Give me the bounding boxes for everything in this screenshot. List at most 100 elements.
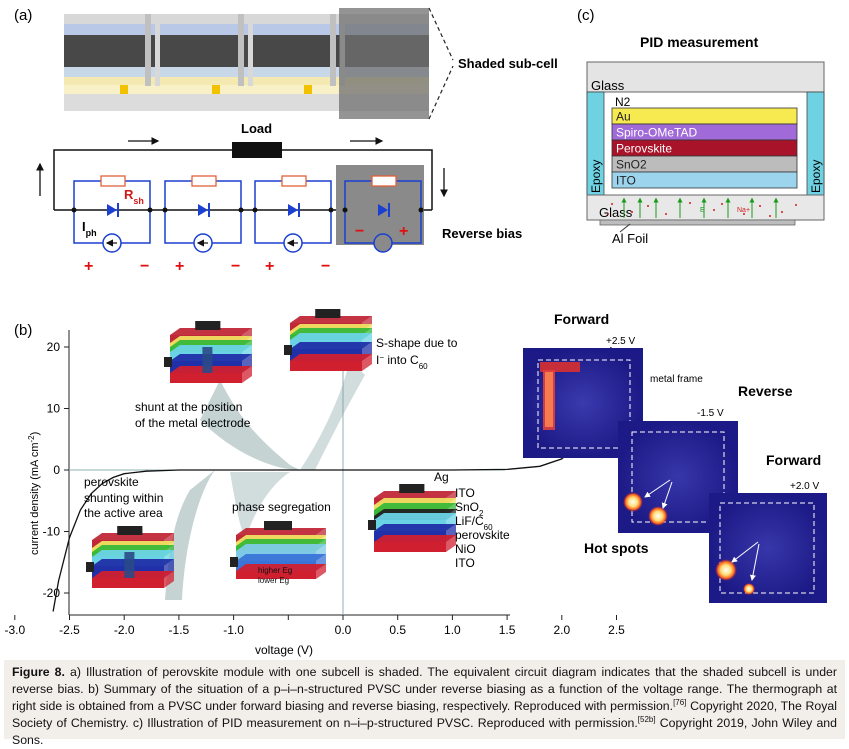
- pid-layer-au: Au: [611, 107, 798, 125]
- diode: [378, 204, 388, 216]
- polarity-left: +: [265, 258, 274, 275]
- na-ion-dot: [795, 204, 797, 206]
- forward-label-2: Forward: [766, 452, 821, 468]
- x-tick-label: 1.0: [444, 623, 461, 637]
- forward-label-1: Forward: [554, 311, 609, 327]
- caption-figure-number: Figure 8.: [12, 665, 65, 679]
- na-ion-dot: [665, 213, 667, 215]
- rsh-label: Rsh: [124, 187, 144, 206]
- x-tick-label: 2.5: [608, 623, 625, 637]
- iph-label: Iph: [82, 219, 97, 238]
- na-ion-dot: [611, 203, 613, 205]
- epoxy-right-label: Epoxy: [809, 160, 823, 193]
- thermograph-reverse-1-5v: -1.5 V: [618, 408, 738, 533]
- x-tick-label: 2.0: [553, 623, 570, 637]
- panel-a: (a) Shaded sub-cell: [14, 7, 558, 275]
- polarity-left: +: [175, 258, 184, 275]
- na-ion-dot: [781, 211, 783, 213]
- panel-b-label: (b): [14, 322, 32, 339]
- figure-canvas: (a) Shaded sub-cell: [4, 7, 827, 657]
- device-s-shape: [284, 309, 372, 371]
- x-tick-label: 1.5: [499, 623, 516, 637]
- annot-s-shape-line1: S-shape due to: [376, 336, 458, 350]
- current-source: [373, 233, 393, 253]
- x-tick-label: 0.5: [389, 623, 406, 637]
- stack-label-ito-bottom: ITO: [455, 556, 475, 570]
- pid-layer-ito: ITO: [611, 171, 798, 189]
- shaded-subcell-overlay: [339, 8, 429, 119]
- polarity-left: +: [84, 258, 93, 275]
- e-field-label: E: [700, 207, 705, 214]
- glass-bottom-label: Glass: [599, 205, 633, 220]
- polarity-right: −: [321, 258, 330, 275]
- polarity-left: −: [355, 223, 364, 240]
- diode: [198, 204, 208, 216]
- n2-label: N2: [615, 95, 631, 109]
- na-ion-label: Na+: [737, 207, 750, 214]
- stack-label-nio: NiO: [455, 542, 476, 556]
- stack-label-ito-top: ITO: [455, 486, 475, 500]
- lower-eg-label: lower Eg: [258, 576, 289, 585]
- pid-layer-label: Spiro-OMeTAD: [616, 126, 697, 140]
- hot-spots-label: Hot spots: [584, 540, 649, 556]
- shunt-resistor: [100, 175, 126, 187]
- shunt-resistor: [281, 175, 307, 187]
- panel-c: (c) PID measurement Glass Epoxy Epoxy N2…: [577, 7, 825, 246]
- shaded-subcell-label: Shaded sub-cell: [458, 56, 558, 71]
- reverse-label: Reverse: [738, 383, 793, 399]
- voltage-label-2: -1.5 V: [697, 408, 724, 419]
- subcell-2: +−: [162, 175, 244, 275]
- y-tick-label: 0: [53, 463, 60, 477]
- x-tick-label: -2.5: [59, 623, 80, 637]
- device-perovskite-shunt: [86, 526, 174, 588]
- na-ion-dot: [689, 202, 691, 204]
- pid-title: PID measurement: [640, 34, 759, 50]
- y-tick-label: 20: [47, 340, 61, 354]
- caption-text-1: a) Illustration of perovskite module wit…: [12, 665, 837, 713]
- polarity-right: +: [399, 223, 408, 240]
- connector-shading: [165, 360, 365, 600]
- voltage-label-1: +2.5 V: [606, 336, 636, 347]
- load-label: Load: [241, 121, 272, 136]
- plot-annotations: S-shape due to I− into C60 shunt at the …: [84, 336, 458, 520]
- pid-layer-label: SnO2: [616, 158, 647, 172]
- metal-frame-label: metal frame: [650, 374, 703, 385]
- annot-shunt-line2: of the metal electrode: [135, 416, 251, 430]
- pid-layer-label: ITO: [616, 174, 636, 188]
- x-axis-label: voltage (V): [255, 643, 313, 657]
- stack-label-sno2: SnO2: [455, 500, 484, 518]
- y-tick-label: 10: [47, 402, 61, 416]
- higher-eg-label: higher Eg: [258, 566, 292, 575]
- thermographs: Forward Reverse Forward Hot spots +2.5 V…: [523, 311, 827, 603]
- stack-label-lif-c60: LiF/C60: [455, 514, 493, 532]
- shunt-resistor: [371, 175, 397, 187]
- subcell-3: +−: [252, 175, 334, 275]
- caption-ref-1: [76]: [673, 697, 687, 707]
- epoxy-left-label: Epoxy: [589, 160, 603, 193]
- glass-top-label: Glass: [591, 78, 625, 93]
- na-ion-dot: [713, 209, 715, 211]
- module-cross-section: Shaded sub-cell: [64, 7, 558, 120]
- figure-8: (a) Shaded sub-cell: [4, 7, 827, 657]
- panel-a-label: (a): [14, 7, 32, 24]
- na-ion-dot: [743, 213, 745, 215]
- annot-perov-line2: shunting within: [84, 491, 163, 505]
- stack-label-ag: Ag: [434, 470, 449, 484]
- pid-layer-sno2: SnO2: [611, 155, 798, 173]
- stack-label-perovskite: perovskite: [455, 528, 510, 542]
- diode: [107, 204, 117, 216]
- device-layer-stack: [368, 484, 456, 552]
- load-resistor: [232, 142, 282, 158]
- polarity-right: −: [231, 258, 240, 275]
- voltage-label-3: +2.0 V: [790, 481, 820, 492]
- y-tick-label: -10: [43, 525, 61, 539]
- annot-shunt-line1: shunt at the position: [135, 400, 242, 414]
- na-ion-dot: [631, 211, 633, 213]
- al-foil-label: Al Foil: [612, 231, 648, 246]
- na-ion-dot: [647, 205, 649, 207]
- device-shunt-electrode: [164, 321, 252, 383]
